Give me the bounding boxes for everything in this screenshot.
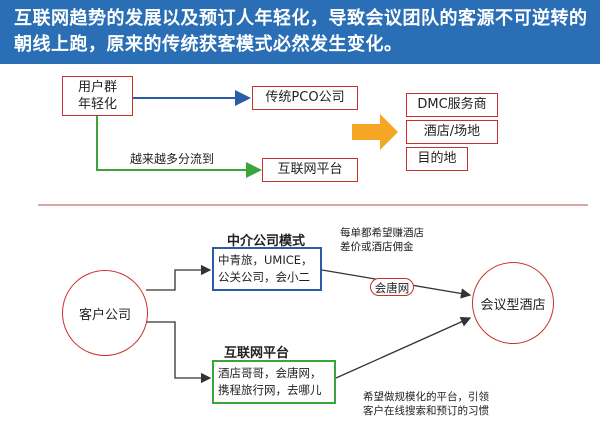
platform-box: 酒店哥哥，会唐网， 携程旅行网，去哪儿 xyxy=(212,360,336,404)
agency-title: 中介公司模式 xyxy=(227,234,306,249)
channel-venue: 酒店/场地 xyxy=(406,120,498,144)
client-label: 客户公司 xyxy=(78,307,131,323)
client-circle: 客户公司 xyxy=(62,270,148,356)
arrow-to-platform xyxy=(96,115,262,178)
orange-arrow-icon xyxy=(352,114,398,150)
flow-label: 越来越多分流到 xyxy=(130,152,215,166)
agency-box: 中青旅，UMICE， 公关公司，会小二 xyxy=(212,247,322,291)
hotel-circle: 会议型酒店 xyxy=(472,262,554,344)
header-title: 互联网趋势的发展以及预订人年轻化，导致会议团队的客源不可逆转的朝线上跑，原来的传… xyxy=(14,8,588,55)
arrow-client-to-platform xyxy=(146,321,212,384)
channel-destination: 目的地 xyxy=(406,147,468,171)
header-banner: 互联网趋势的发展以及预订人年轻化，导致会议团队的客源不可逆转的朝线上跑，原来的传… xyxy=(0,0,600,64)
internet-platform-box: 互联网平台 xyxy=(262,158,358,182)
hotel-label: 会议型酒店 xyxy=(480,297,546,313)
user-group-box: 用户群 年轻化 xyxy=(62,76,133,116)
platform-note: 希望做规模化的平台，引领 客户在线搜索和预订的习惯 xyxy=(363,391,489,417)
arrow-platform-to-hotel xyxy=(335,316,472,379)
channel-dmc: DMC服务商 xyxy=(406,93,498,117)
platform-title: 互联网平台 xyxy=(224,346,290,361)
pco-box: 传统PCO公司 xyxy=(252,86,358,110)
agency-note: 每单都希望赚酒店 差价或酒店佣金 xyxy=(340,227,424,253)
arrow-client-to-agency xyxy=(146,264,212,291)
huitang-label: 会唐网 xyxy=(370,278,414,296)
